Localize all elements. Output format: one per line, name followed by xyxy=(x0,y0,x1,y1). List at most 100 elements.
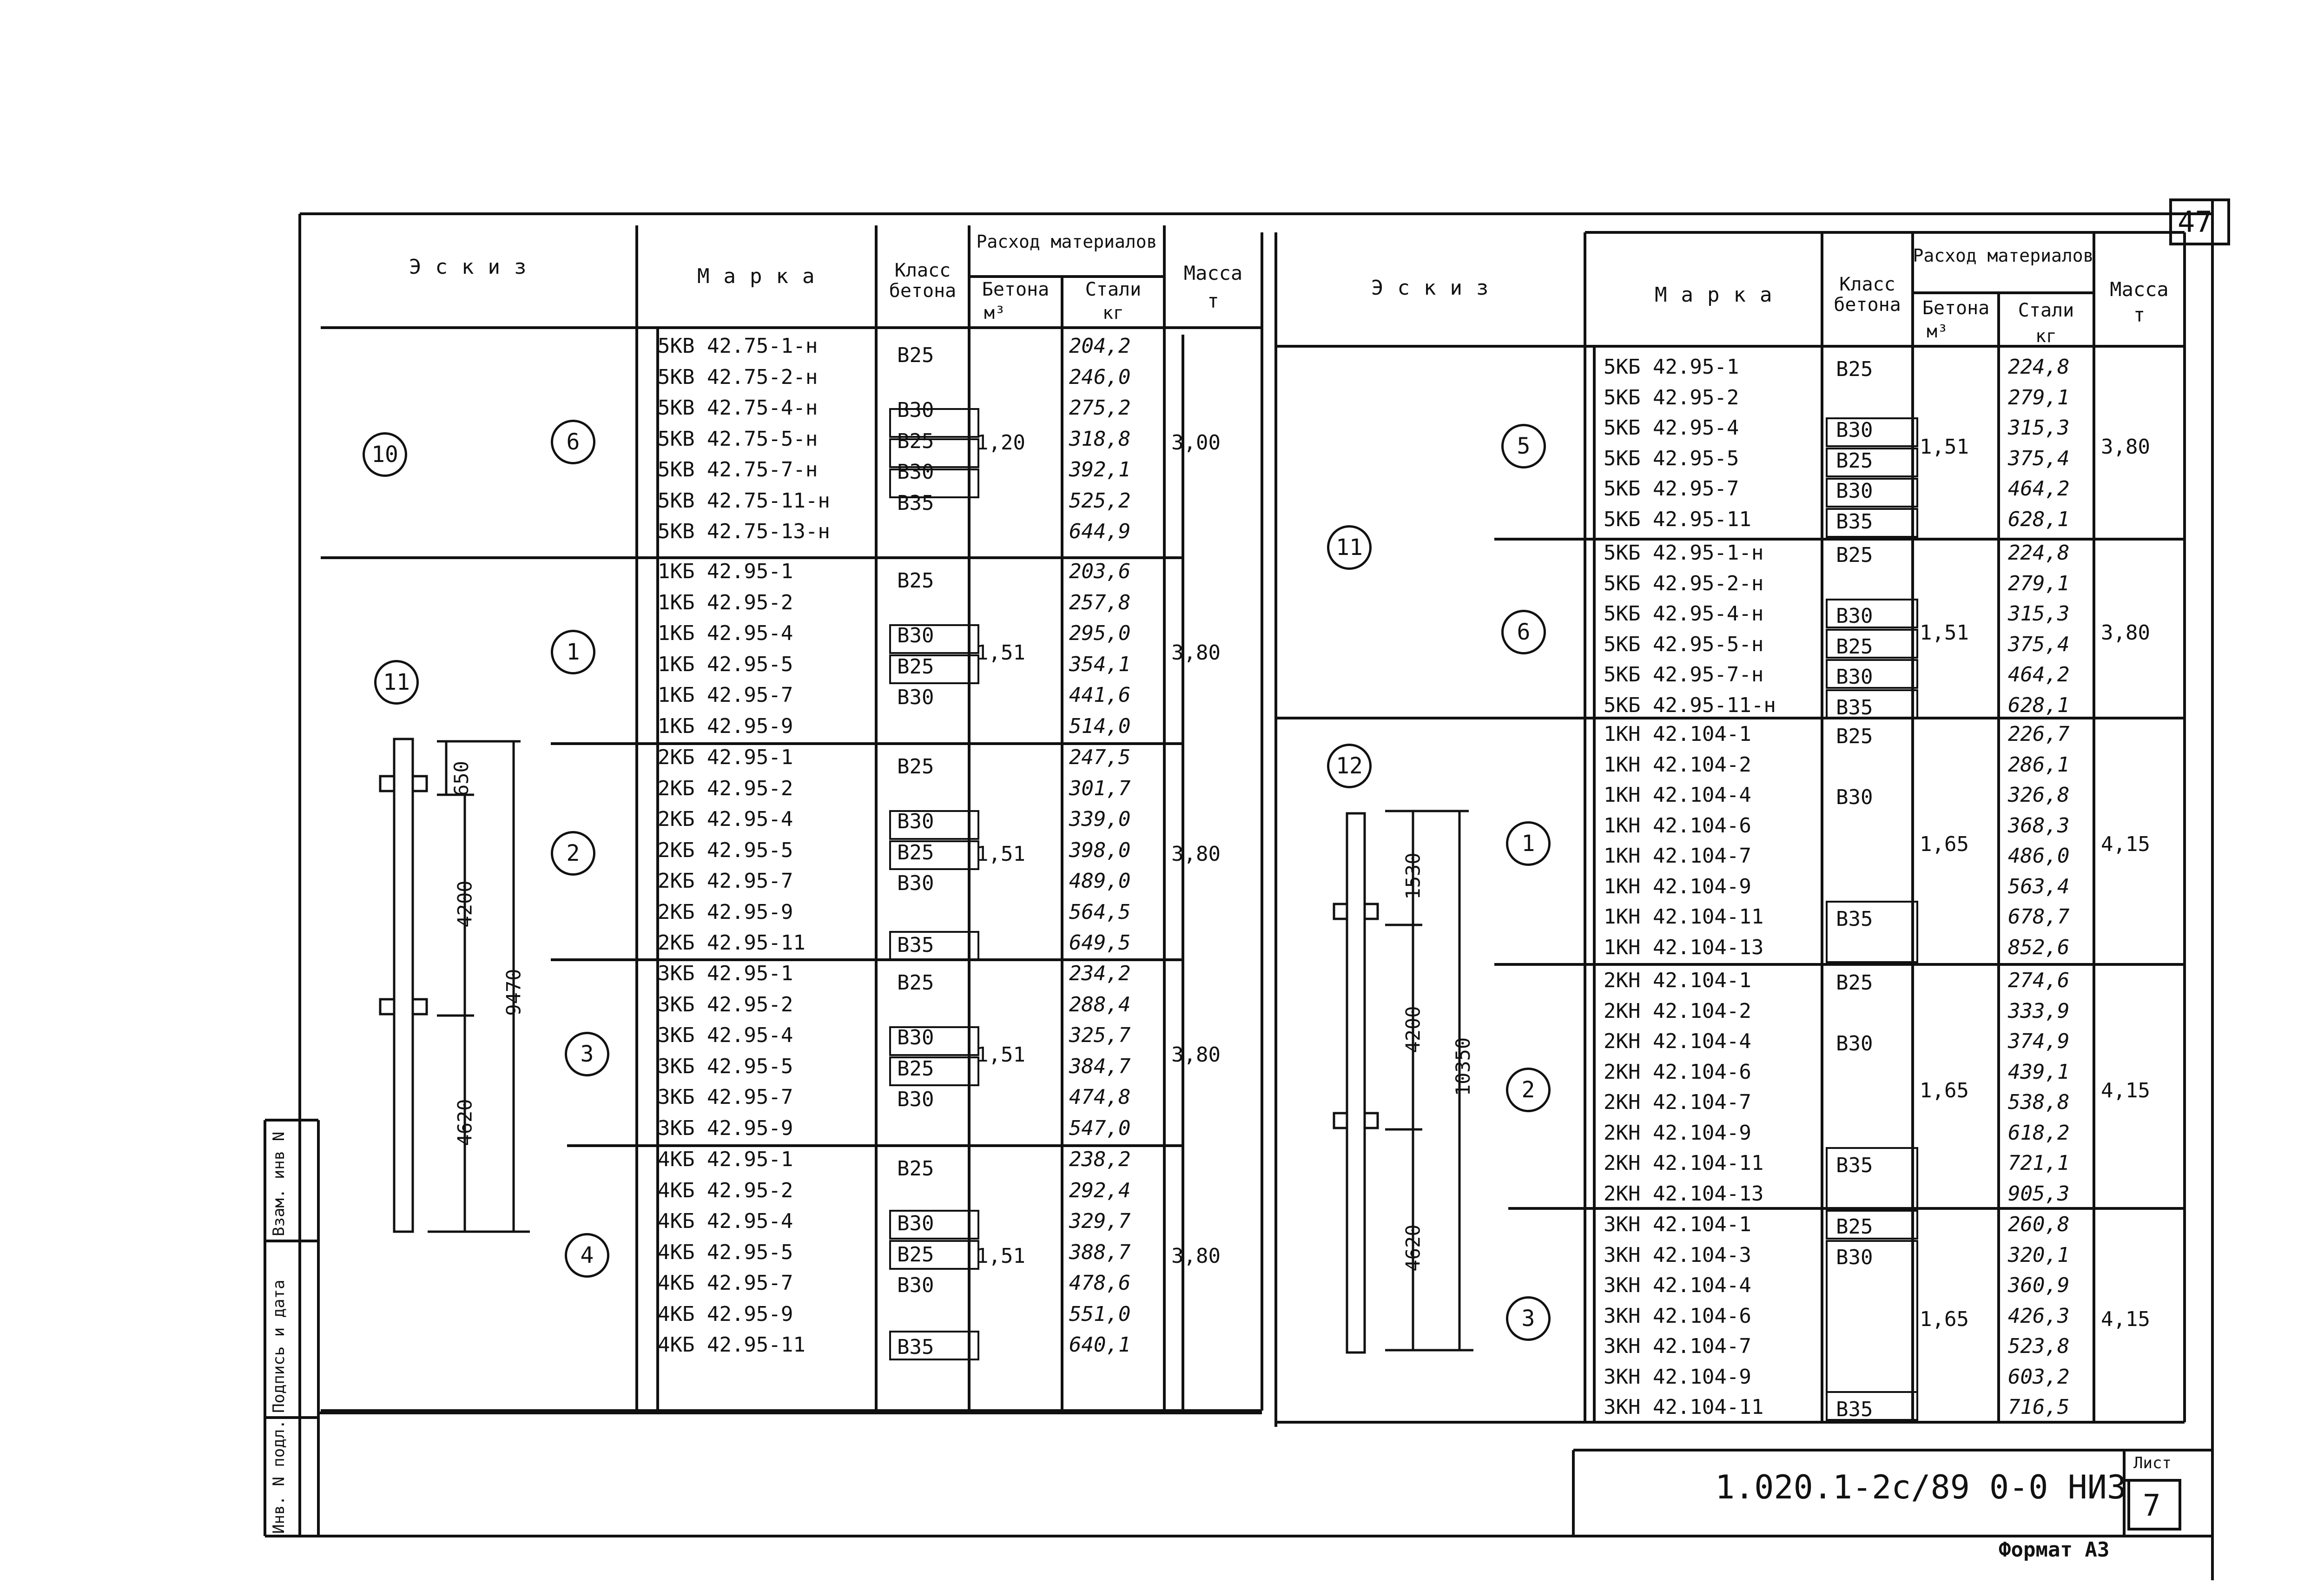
right-row-mark: 5КБ 42.95-7-н xyxy=(1604,663,1764,686)
right-row-steel: 603,2 xyxy=(2008,1365,2070,1389)
left-row-steel: 564,5 xyxy=(1069,900,1131,924)
right-row-mark: 5КБ 42.95-11-н xyxy=(1604,693,1776,717)
left-row-mark: 2КБ 42.95-2 xyxy=(658,776,793,800)
left-row-class: В35 xyxy=(897,491,934,515)
right-row-class: В25 xyxy=(1836,971,1873,995)
left-header-class: Класс бетона xyxy=(889,260,957,302)
right-row-mark: 2КН 42.104-6 xyxy=(1604,1060,1751,1084)
left-row-class: В25 xyxy=(897,343,934,367)
right-header-steel-unit: кг xyxy=(2035,326,2057,346)
right-row-class: В30 xyxy=(1836,418,1873,442)
right-row-steel: 678,7 xyxy=(2008,905,2070,929)
left-row-steel: 257,8 xyxy=(1069,590,1131,614)
right-row-mark: 1КН 42.104-4 xyxy=(1604,783,1751,807)
left-row-class: В30 xyxy=(897,871,934,895)
right-group-volume: 1,51 xyxy=(1920,435,1969,459)
left-row-steel: 547,0 xyxy=(1069,1116,1131,1140)
left-row-steel: 640,1 xyxy=(1069,1333,1131,1357)
left-row-steel: 325,7 xyxy=(1069,1023,1131,1047)
page-number: 47 xyxy=(2178,205,2212,239)
left-header-consumption: Расход материалов xyxy=(976,231,1157,252)
right-row-mark: 5КБ 42.95-4 xyxy=(1604,416,1739,440)
right-row-steel: 315,3 xyxy=(2008,416,2070,440)
left-header-concrete-unit: м³ xyxy=(984,303,1005,323)
left-row-steel: 474,8 xyxy=(1069,1085,1131,1109)
right-row-steel: 333,9 xyxy=(2008,999,2070,1023)
right-group-volume: 1,65 xyxy=(1920,1079,1969,1102)
left-row-class: В35 xyxy=(897,933,934,957)
right-row-class: В35 xyxy=(1836,1154,1873,1177)
left-dim-4200: 4200 xyxy=(453,880,476,928)
left-row-class: В25 xyxy=(897,755,934,779)
left-row-mark: 1КБ 42.95-1 xyxy=(658,560,793,583)
stamp-inv-original: Инв. N подл. xyxy=(270,1419,288,1534)
right-row-steel: 464,2 xyxy=(2008,663,2070,686)
left-row-class: В30 xyxy=(897,460,934,484)
left-group-mass: 3,80 xyxy=(1171,1042,1221,1067)
right-row-steel: 716,5 xyxy=(2008,1395,2070,1419)
left-row-steel: 525,2 xyxy=(1069,488,1131,513)
right-position-marker: 6 xyxy=(1501,609,1546,654)
left-row-steel: 649,5 xyxy=(1069,931,1131,955)
right-row-mark: 2КН 42.104-9 xyxy=(1604,1121,1751,1145)
right-row-class: В30 xyxy=(1836,1032,1873,1056)
right-header-mass-unit: т xyxy=(2133,303,2146,326)
right-row-steel: 486,0 xyxy=(2008,844,2070,868)
left-row-steel: 246,0 xyxy=(1069,365,1131,389)
right-row-steel: 224,8 xyxy=(2008,355,2070,379)
left-row-steel: 441,6 xyxy=(1069,683,1131,707)
right-row-mark: 2КН 42.104-2 xyxy=(1604,999,1751,1023)
left-group-mass: 3,80 xyxy=(1171,640,1221,665)
right-row-class: В25 xyxy=(1836,543,1873,567)
right-dim-1530: 1530 xyxy=(1401,852,1425,900)
left-row-steel: 301,7 xyxy=(1069,776,1131,800)
right-header-mark: Марка xyxy=(1655,283,1786,307)
left-row-steel: 388,7 xyxy=(1069,1240,1131,1264)
right-row-steel: 538,8 xyxy=(2008,1090,2070,1114)
left-row-mark: 2КБ 42.95-5 xyxy=(658,838,793,862)
left-position-marker: 1 xyxy=(551,629,595,674)
left-row-class: В30 xyxy=(897,686,934,709)
right-group-volume: 1,65 xyxy=(1920,832,1969,856)
right-row-mark: 1КН 42.104-1 xyxy=(1604,722,1751,746)
right-row-mark: 3КН 42.104-7 xyxy=(1604,1334,1751,1358)
left-row-steel: 234,2 xyxy=(1069,962,1131,985)
left-row-steel: 392,1 xyxy=(1069,458,1131,482)
left-row-class: В25 xyxy=(897,1056,934,1081)
right-row-mark: 1КН 42.104-7 xyxy=(1604,844,1751,868)
left-header-mark: Марка xyxy=(697,264,829,288)
right-row-class: В30 xyxy=(1836,665,1873,689)
left-row-mark: 5КВ 42.75-4-н xyxy=(658,396,818,420)
left-row-mark: 1КБ 42.95-9 xyxy=(658,714,793,738)
right-row-mark: 5КБ 42.95-2 xyxy=(1604,385,1739,409)
right-row-steel: 374,9 xyxy=(2008,1029,2070,1053)
right-row-mark: 3КН 42.104-9 xyxy=(1604,1365,1751,1389)
left-row-mark: 1КБ 42.95-4 xyxy=(658,621,793,645)
right-row-class: В30 xyxy=(1836,1245,1873,1269)
right-row-steel: 360,9 xyxy=(2008,1273,2070,1297)
right-row-mark: 1КН 42.104-9 xyxy=(1604,874,1751,898)
right-row-steel: 523,8 xyxy=(2008,1334,2070,1358)
left-row-steel: 318,8 xyxy=(1069,427,1131,451)
left-row-class: В25 xyxy=(897,429,934,453)
left-group-volume: 1,20 xyxy=(976,430,1025,455)
left-row-steel: 292,4 xyxy=(1069,1178,1131,1202)
left-row-class: В30 xyxy=(897,398,934,422)
right-group-mass: 4,15 xyxy=(2101,832,2150,856)
left-row-mark: 4КБ 42.95-11 xyxy=(658,1333,805,1357)
left-row-steel: 295,0 xyxy=(1069,621,1131,645)
left-group-volume: 1,51 xyxy=(976,640,1025,665)
left-dim-4620: 4620 xyxy=(453,1099,476,1146)
right-row-mark: 5КБ 42.95-2-н xyxy=(1604,571,1764,595)
right-row-mark: 2КН 42.104-4 xyxy=(1604,1029,1751,1053)
right-row-mark: 2КН 42.104-13 xyxy=(1604,1181,1764,1206)
right-row-class: В25 xyxy=(1836,634,1873,659)
right-row-mark: 1КН 42.104-13 xyxy=(1604,935,1764,959)
right-row-steel: 368,3 xyxy=(2008,813,2070,838)
left-row-mark: 1КБ 42.95-7 xyxy=(658,683,793,707)
right-row-mark: 2КН 42.104-1 xyxy=(1604,969,1751,992)
left-row-mark: 4КБ 42.95-5 xyxy=(658,1240,793,1264)
left-row-mark: 5КВ 42.75-7-н xyxy=(658,458,818,482)
right-row-mark: 3КН 42.104-6 xyxy=(1604,1304,1751,1328)
